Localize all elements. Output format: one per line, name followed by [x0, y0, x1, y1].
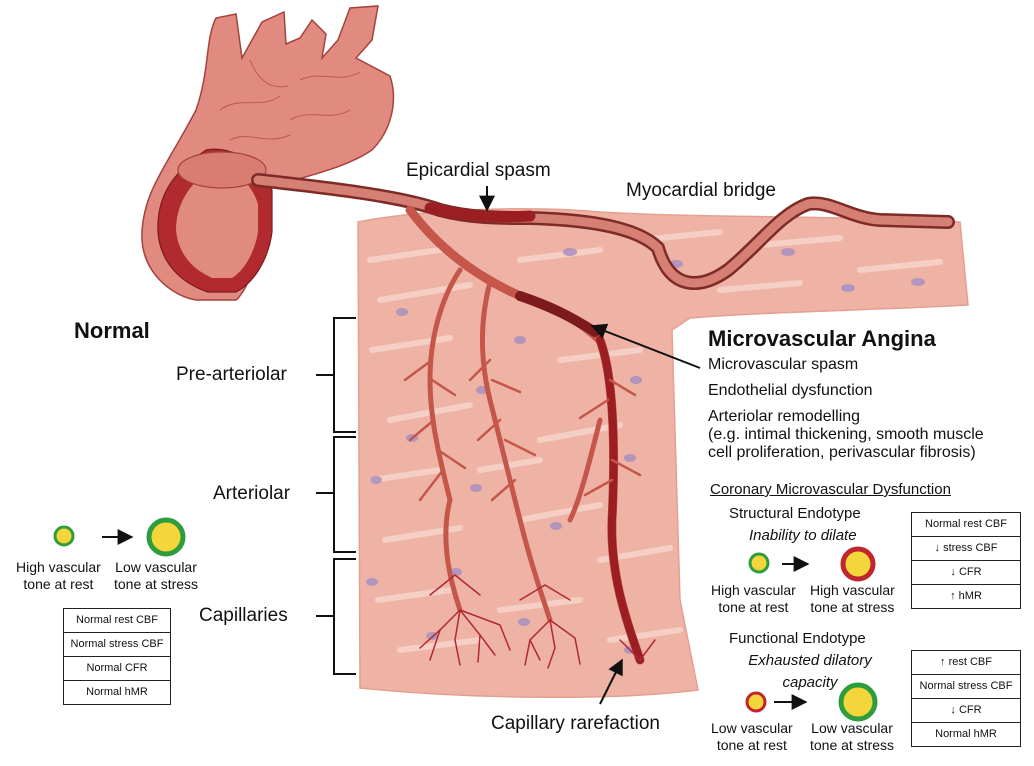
functional-rest-vessel-icon	[745, 691, 767, 713]
table-row: ↓ CFR	[912, 699, 1020, 723]
table-row: ↓ stress CBF	[912, 537, 1020, 561]
endothelial-dysfunction-label: Endothelial dysfunction	[708, 382, 873, 399]
microvascular-angina-title: Microvascular Angina	[708, 326, 936, 351]
microvessel-tree	[403, 205, 656, 669]
table-row: Normal hMR	[935, 728, 997, 740]
table-row: Normal hMR	[86, 686, 148, 698]
normal-rest-vessel-icon	[53, 525, 75, 547]
structural-rest-vessel-icon	[748, 552, 770, 574]
arteriolar-label: Arteriolar	[213, 483, 291, 504]
table-row: Normal rest CBF	[912, 513, 1020, 537]
arteriolar-remodelling-label: Arteriolar remodelling	[708, 408, 861, 425]
table-row: ↓ CFR	[912, 561, 1020, 585]
functional-stress-vessel-icon	[838, 682, 878, 722]
structural-stress-vessel-icon	[840, 546, 876, 582]
aorta	[141, 5, 395, 301]
remodelling-detail-line-1: (e.g. intimal thickening, smooth muscle	[708, 426, 984, 443]
annotation-arrows	[102, 186, 810, 710]
normal-table: Normal rest CBF Normal stress CBF Normal…	[63, 608, 171, 705]
pre-arteriolar-label: Pre-arteriolar	[176, 364, 287, 385]
myocardial-bridge-label: Myocardial bridge	[626, 180, 776, 201]
table-row: ↑ rest CBF	[912, 651, 1020, 675]
functional-table: ↑ rest CBF Normal stress CBF ↓ CFR Norma…	[911, 650, 1021, 747]
epicardial-artery	[251, 173, 955, 290]
table-row: Normal CFR	[64, 657, 170, 681]
structural-endotype-title: Structural Endotype	[729, 505, 861, 522]
capillary-rarefaction-label: Capillary rarefaction	[491, 713, 660, 734]
microvascular-spasm-label: Microvascular spasm	[708, 356, 859, 373]
functional-endotype-title: Functional Endotype	[729, 630, 866, 647]
remodelling-detail-line-2: cell proliferation, perivascular fibrosi…	[708, 444, 976, 461]
cmd-title: Coronary Microvascular Dysfunction	[710, 481, 951, 498]
epicardial-spasm-label: Epicardial spasm	[406, 160, 551, 181]
table-row: Normal stress CBF	[64, 633, 170, 657]
table-row: Normal rest CBF	[64, 609, 170, 633]
tone-circles	[53, 517, 878, 722]
structural-endotype-subtitle: Inability to dilate	[749, 527, 857, 544]
level-brackets	[316, 317, 356, 675]
normal-stress-vessel-icon	[146, 517, 186, 557]
structural-table: Normal rest CBF ↓ stress CBF ↓ CFR ↑ hMR	[911, 512, 1021, 609]
table-row: Normal stress CBF	[912, 675, 1020, 699]
capillaries-label: Capillaries	[199, 605, 288, 626]
table-row: ↑ hMR	[950, 590, 982, 602]
normal-title: Normal	[74, 318, 150, 343]
